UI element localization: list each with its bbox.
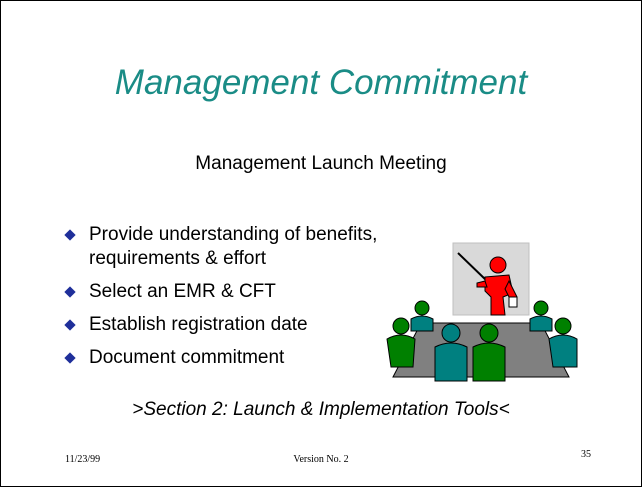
bullet-text: Select an EMR & CFT: [89, 281, 276, 302]
bullet-item: Select an EMR & CFT: [63, 280, 583, 304]
page-number: 35: [581, 449, 591, 460]
bullet-text: Provide understanding of benefits, requi…: [89, 224, 378, 269]
attendee-front-right: [472, 323, 506, 382]
pointer-stick: [457, 252, 488, 282]
attendee-back-right: [529, 300, 553, 332]
attendee-back-left: [410, 300, 434, 332]
attendee-right-middle: [548, 317, 578, 368]
attendee-front-left: [434, 323, 468, 382]
presenter-meeting-clipart: [386, 242, 578, 382]
diamond-bullet-icon: [64, 286, 76, 298]
footer-date: 11/23/99: [65, 454, 101, 465]
bullet-text: Document commitment: [89, 347, 285, 368]
diamond-bullet-icon: [64, 229, 76, 241]
bullet-item: Provide understanding of benefits, requi…: [63, 223, 583, 271]
presenter-figure: [476, 256, 518, 316]
bullet-text: Establish registration date: [89, 314, 308, 335]
diamond-bullet-icon: [64, 319, 76, 331]
slide-subtitle: Management Launch Meeting: [195, 153, 447, 174]
bullet-item: Document commitment: [63, 346, 583, 370]
diamond-bullet-icon: [64, 352, 76, 364]
presenter-paper: [508, 296, 518, 308]
slide-title: Management Commitment: [114, 63, 528, 102]
bullet-item: Establish registration date: [63, 313, 583, 337]
attendee-left-middle: [386, 317, 416, 368]
section-reference: >Section 2: Launch & Implementation Tool…: [132, 399, 510, 420]
footer-version: Version No. 2: [293, 454, 349, 465]
bullet-list: Provide understanding of benefits, requi…: [63, 223, 583, 379]
